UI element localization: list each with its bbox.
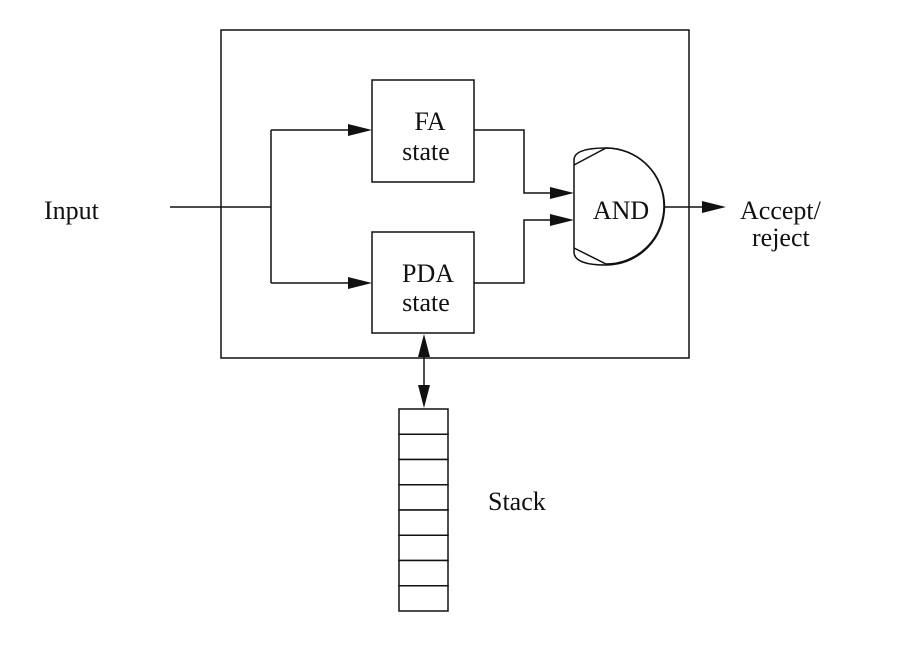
fa-to-and-line [474,129,556,194]
stack-cell [398,484,449,511]
pda-to-and-line [474,219,556,284]
stack-cell [398,509,449,536]
to-pda-arrowhead [348,277,372,289]
to-fa-arrowhead [348,124,372,136]
stack-cell [398,458,449,486]
and-gate-label: AND [593,196,649,225]
output-arrowhead [702,201,726,213]
stack-cell [398,559,449,587]
stack-cell [398,534,449,562]
fa-state-label-line1: FA [414,107,446,136]
stack-cell [398,585,449,612]
stack-link-arrowhead-up [418,334,430,357]
stack-cell [398,408,449,435]
stack-link-arrowhead-down [418,385,430,408]
input-label: Input [44,196,100,225]
stack [398,408,449,612]
and-gate-outline [573,147,666,266]
pda-state-label-line2: state [402,288,450,317]
pda-state-label-line1: PDA [402,259,454,288]
stack-label: Stack [488,487,546,516]
output-label-line2: reject [752,223,811,252]
pda-to-and-arrowhead [550,214,574,226]
fa-state-label-line2: state [402,137,450,166]
output-label-line1: Accept/ [740,196,822,225]
stack-cell [398,433,449,461]
fa-to-and-arrowhead [550,187,574,199]
fa-state-box [371,79,475,183]
